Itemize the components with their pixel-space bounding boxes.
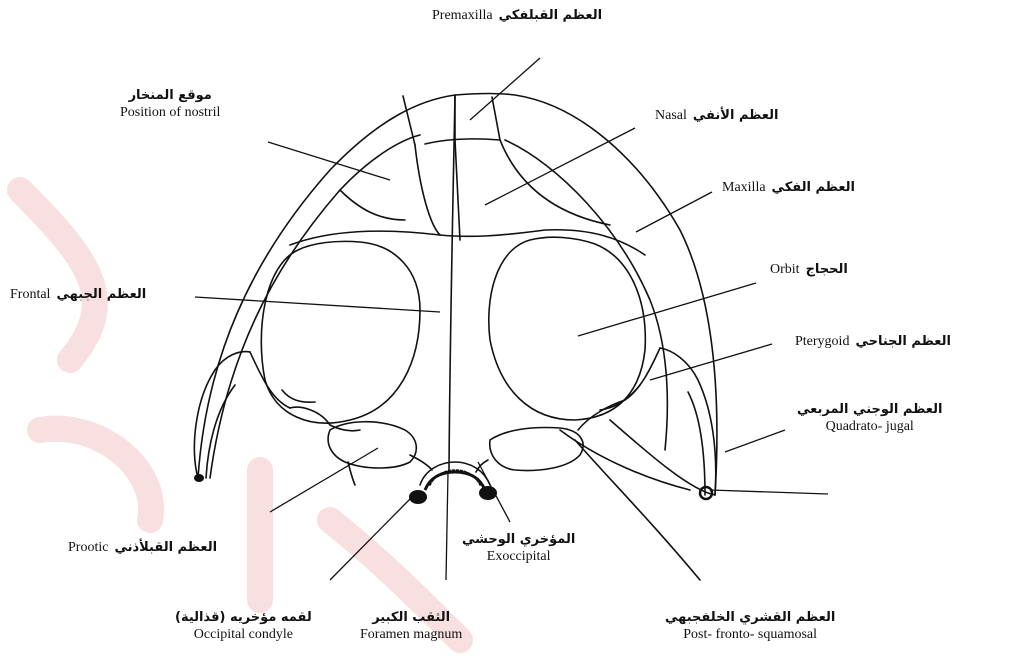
post-fronto-squamosal-en: Post- fronto- squamosal xyxy=(683,627,817,643)
label-nasal: Nasal العظم الأنفي xyxy=(655,108,778,124)
left-quadratojugal-tip xyxy=(194,474,204,482)
label-premaxilla: Premaxilla العظم القبلفكي xyxy=(432,8,602,24)
right-orbit xyxy=(489,237,646,420)
label-nostril: موقع المنخار Position of nostril xyxy=(120,88,220,121)
premaxilla-en: Premaxilla xyxy=(432,8,493,24)
nasal-en: Nasal xyxy=(655,108,687,124)
label-prootic: Prootic العظم القبلأذني xyxy=(68,540,217,556)
orbit-ar: الحجاج xyxy=(806,262,848,277)
label-frontal: Frontal العظم الجبهي xyxy=(10,287,146,303)
frontal-en: Frontal xyxy=(10,287,50,303)
label-orbit: Orbit الحجاج xyxy=(770,262,848,278)
leader-nasal xyxy=(485,128,635,205)
maxilla-ar: العظم الفكي xyxy=(772,180,855,195)
nostril-ar: موقع المنخار xyxy=(129,88,212,103)
leader-post-fronto-squamosal xyxy=(710,490,828,494)
foramen-magnum-en: Foramen magnum xyxy=(360,627,462,643)
label-foramen-magnum: الثقب الكبير Foramen magnum xyxy=(360,610,462,643)
label-post-fronto-squamosal: العظم القشري الخلفجبهي Post- fronto- squ… xyxy=(665,610,835,643)
left-orbit xyxy=(261,241,420,423)
prootic-en: Prootic xyxy=(68,540,108,556)
post-fronto-squamosal-ar: العظم القشري الخلفجبهي xyxy=(665,610,835,625)
exoccipital-ar: المؤخري الوحشي xyxy=(462,532,575,547)
label-quadratojugal: العظم الوجني المربعي Quadrato- jugal xyxy=(797,402,942,435)
premaxilla-ar: العظم القبلفكي xyxy=(499,8,602,23)
label-maxilla: Maxilla العظم الفكي xyxy=(722,180,855,196)
foramen-magnum-ar: الثقب الكبير xyxy=(372,610,450,625)
pterygoid-en: Pterygoid xyxy=(795,334,849,350)
leader-pterygoid xyxy=(650,344,772,380)
exoccipital-en: Exoccipital xyxy=(487,549,551,565)
quadratojugal-en: Quadrato- jugal xyxy=(826,419,914,435)
nostril-en: Position of nostril xyxy=(120,105,220,121)
leader-quadratojugal xyxy=(725,430,785,452)
leader-maxilla xyxy=(636,192,712,232)
orbit-en: Orbit xyxy=(770,262,800,278)
label-occipital-condyle: لقمه مؤخريه (قذالية) Occipital condyle xyxy=(175,610,312,643)
leader-foramen-magnum xyxy=(446,472,448,580)
leader-orbit xyxy=(578,283,756,336)
frontal-ar: العظم الجبهي xyxy=(56,287,146,302)
prootic-ar: العظم القبلأذني xyxy=(114,540,217,555)
occipital-condyle-ar: لقمه مؤخريه (قذالية) xyxy=(175,610,312,625)
occipital-condyle-en: Occipital condyle xyxy=(194,627,293,643)
pterygoid-ar: العظم الجناحي xyxy=(855,334,950,349)
leader-premaxilla xyxy=(470,58,540,120)
right-prootic xyxy=(490,428,583,471)
maxilla-en: Maxilla xyxy=(722,180,766,196)
label-exoccipital: المؤخري الوحشي Exoccipital xyxy=(462,532,575,565)
leader-occipital-condyle xyxy=(330,497,412,580)
nasal-ar: العظم الأنفي xyxy=(693,108,779,123)
label-pterygoid: Pterygoid العظم الجناحي xyxy=(795,334,951,350)
leader-prootic xyxy=(270,448,378,512)
leader-frontal xyxy=(195,297,440,312)
quadratojugal-ar: العظم الوجني المربعي xyxy=(797,402,942,417)
